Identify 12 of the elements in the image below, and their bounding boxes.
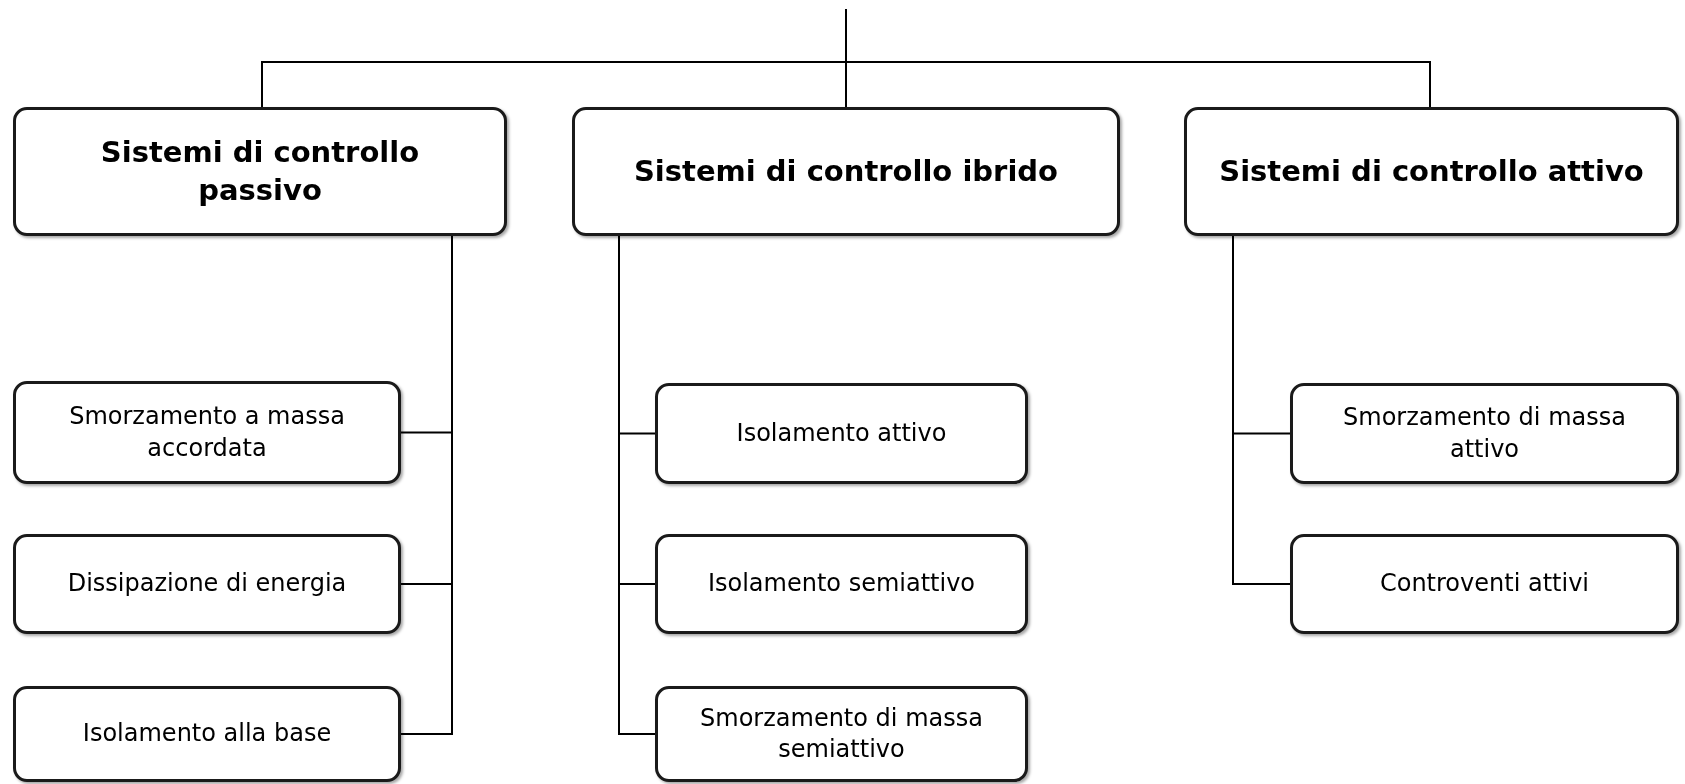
item-box: Dissipazione di energia — [13, 534, 401, 634]
item-box: Isolamento alla base — [13, 686, 401, 782]
item-box: Smorzamento di massa attivo — [1290, 383, 1679, 484]
item-box: Isolamento semiattivo — [655, 534, 1028, 634]
connector-line — [845, 8, 1431, 108]
item-box: Isolamento attivo — [655, 383, 1028, 484]
category-box: Sistemi di controllo attivo — [1184, 107, 1679, 236]
item-box: Smorzamento di massa semiattivo — [655, 686, 1028, 782]
category-box: Sistemi di controllo passivo — [13, 107, 507, 236]
item-box: Smorzamento a massa accordata — [13, 381, 401, 484]
item-box: Controventi attivi — [1290, 534, 1679, 634]
category-box: Sistemi di controllo ibrido — [572, 107, 1120, 236]
